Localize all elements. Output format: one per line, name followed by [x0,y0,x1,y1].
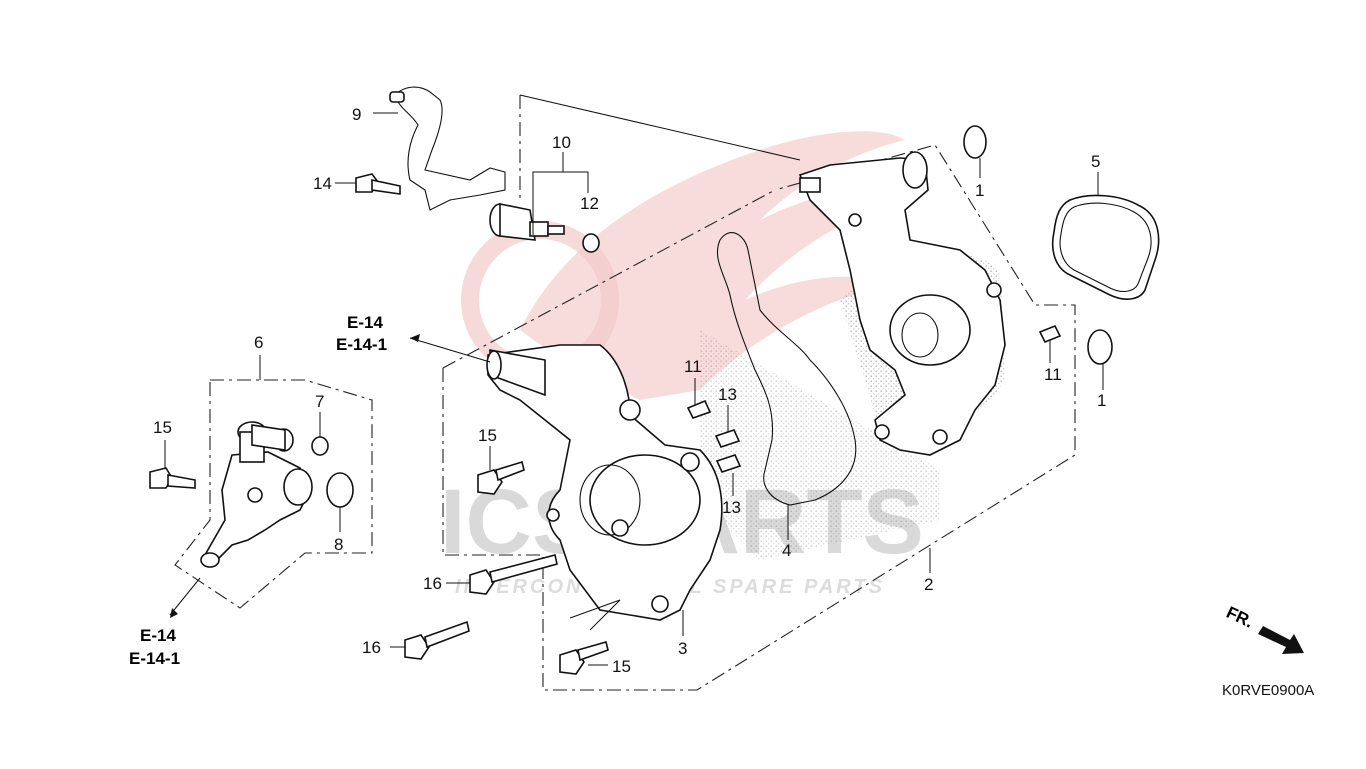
callout-5: 5 [1091,152,1100,171]
group-outlines [174,94,1076,691]
callout-13-lower: 13 [722,498,741,517]
reference-upper-line2: E-14-1 [336,335,387,354]
callout-3: 3 [678,639,687,658]
callout-4: 4 [782,541,791,560]
part-13-dowel-lower [715,454,742,473]
part-15-bolt-left [149,467,196,489]
part-15-bolt-bottom [559,641,609,675]
part-5-gasket-inner [1059,202,1152,293]
reference-lower-line2: E-14-1 [129,649,180,668]
callout-1-top: 1 [975,181,984,200]
part-15-bolt-center [477,460,525,495]
part-14-bolt [355,173,401,195]
reference-lower-line1: E-14 [140,626,176,645]
callout-6: 6 [254,333,263,352]
callout-10: 10 [552,133,571,152]
callout-1-right: 1 [1097,391,1106,410]
callout-15-center: 15 [478,426,497,445]
part-1-oring-top [963,125,987,159]
part-10-sensor [489,203,565,241]
callout-13-upper: 13 [718,385,737,404]
callout-15-left: 15 [153,418,172,437]
callout-16-lower: 16 [362,638,381,657]
references: E-14 E-14-1 E-14 E-14-1 [129,313,387,668]
callout-14: 14 [313,174,332,193]
part-1-oring-right [1087,329,1113,365]
part-7-oring [311,436,329,456]
part-6-thermostat-housing [200,421,313,568]
group-2-top-outline [442,189,776,369]
callouts: 9 14 10 12 6 7 15 8 15 16 16 15 3 11 13 … [153,105,1106,676]
leader-lines [164,112,1104,666]
part-12-washer [582,233,600,253]
front-arrow-icon [1258,626,1304,654]
callout-2: 2 [924,575,933,594]
callout-8: 8 [334,535,343,554]
watermark-wing-logo [520,131,910,401]
reference-upper-line1: E-14 [347,313,383,332]
part-11-dowel-left [686,399,712,419]
part-2-pump-body [798,151,1006,456]
callout-11-left: 11 [684,357,702,376]
part-9-bracket [389,86,506,211]
diagram-code: K0RVE0900A [1222,682,1314,699]
part-11-dowel-right [1038,324,1062,344]
front-label: FR. [1223,603,1256,632]
ref-arrow-upper [410,334,420,342]
ref-arrow-lower [170,608,178,618]
group-6-outline [174,379,373,609]
group-10-line [519,94,801,161]
part-8-oring [326,472,354,508]
part-3-cover [486,344,723,621]
callout-16-upper: 16 [423,574,442,593]
group-2-outline [442,144,1076,691]
part-16-bolt-upper [469,554,558,595]
front-direction-indicator: FR. [1223,603,1304,654]
part-5-gasket [1051,194,1160,300]
callout-15-bottom: 15 [612,657,631,676]
callout-11-right: 11 [1044,365,1062,384]
callout-7: 7 [315,392,324,411]
part-4-gasket [716,232,857,506]
part-16-bolt-lower [404,620,470,660]
callout-12: 12 [580,194,599,213]
callout-9: 9 [352,105,361,124]
